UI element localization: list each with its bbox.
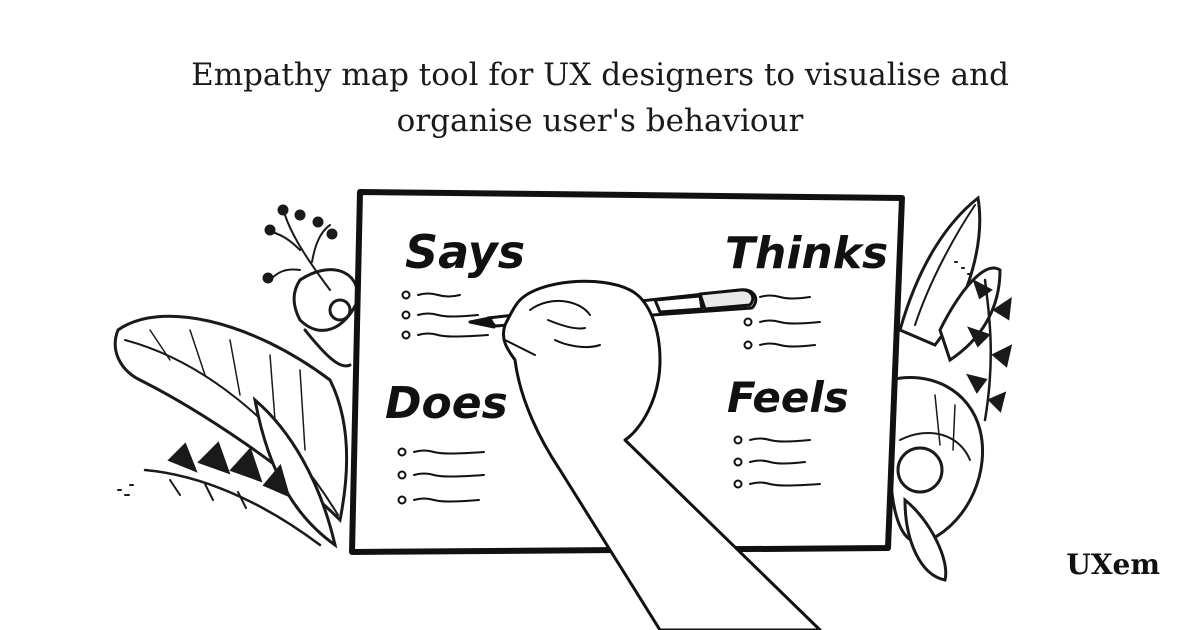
- hand-with-pen-illustration: [468, 279, 822, 630]
- quadrant-label-thinks: Thinks: [725, 228, 888, 279]
- feels-bullet-list: [733, 435, 821, 489]
- left-foliage-illustration: [113, 204, 360, 549]
- quadrant-label-says: Says: [405, 225, 525, 279]
- headline-line-2: organise user's behaviour: [396, 103, 804, 139]
- says-bullet-list: [401, 290, 489, 340]
- right-foliage-illustration: [887, 195, 1013, 582]
- quadrant-label-feels: Feels: [727, 373, 849, 422]
- brand-logo: UXem: [1066, 548, 1160, 581]
- does-bullet-list: [397, 447, 485, 505]
- headline: Empathy map tool for UX designers to vis…: [0, 52, 1200, 144]
- thinks-bullet-list: [743, 294, 821, 350]
- quadrant-label-does: Does: [385, 378, 508, 429]
- headline-line-1: Empathy map tool for UX designers to vis…: [191, 57, 1009, 93]
